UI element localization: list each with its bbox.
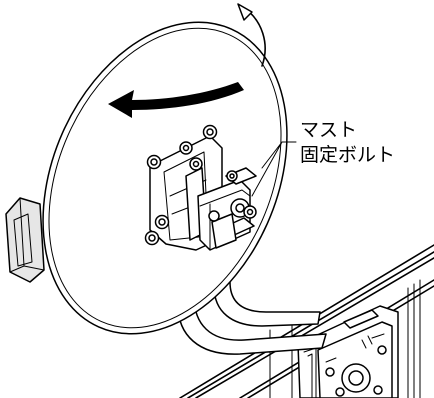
bracket-bolts: [144, 124, 257, 246]
callout-leader-line: [251, 141, 297, 197]
lnb-converter: [5, 197, 45, 283]
callout-line-1: マスト: [300, 119, 358, 141]
rotation-arrow: [108, 3, 266, 118]
railing-mount-plate: [297, 305, 399, 398]
mounting-bracket: [149, 135, 257, 251]
mast-fixing-bolt-label: マスト 固定ボルト: [300, 118, 395, 168]
callout-line-2: 固定ボルト: [300, 144, 396, 166]
